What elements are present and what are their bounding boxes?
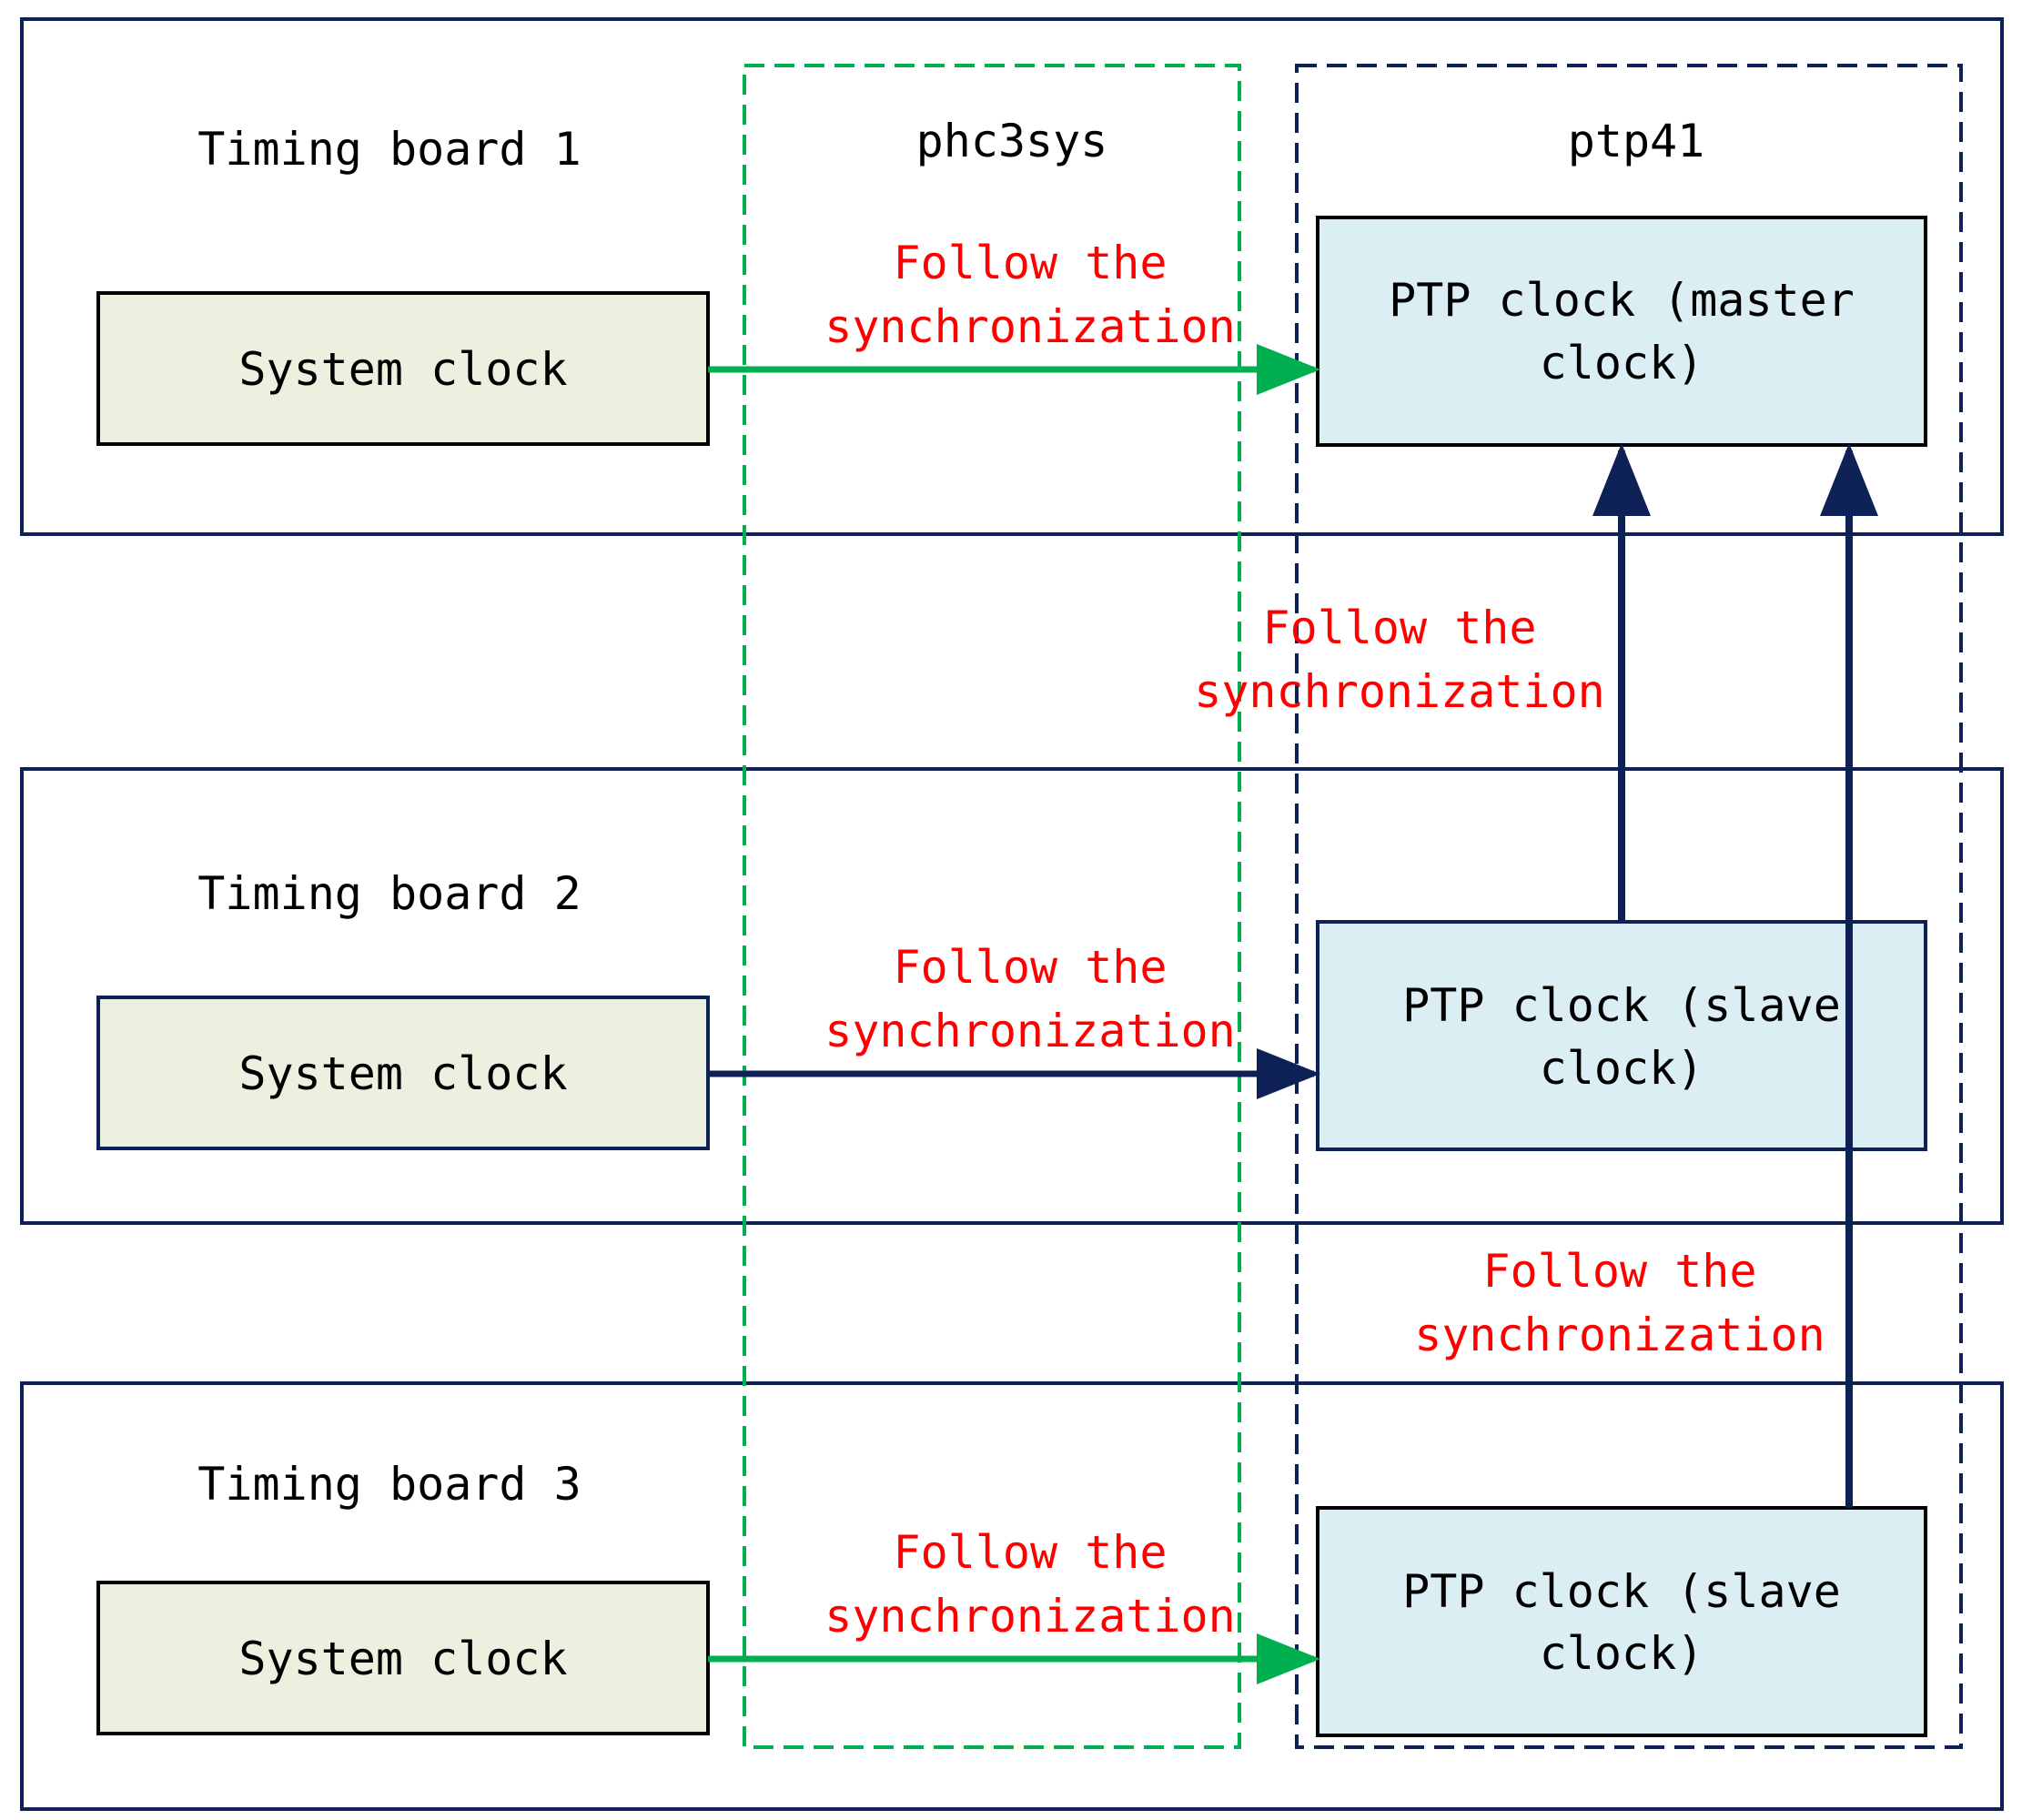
sync-label-board-3-to-master-line-2: synchronization (1414, 1309, 1825, 1361)
system-clock-1-label: System clock (238, 343, 567, 396)
sync-label-board-1-line-2: synchronization (824, 300, 1236, 353)
sync-label-board-3-line-1: Follow the (893, 1526, 1167, 1579)
sync-label-board-2-line-2: synchronization (824, 1005, 1236, 1057)
ptp-clock-slave-3-line-1: PTP clock (slave (1402, 1565, 1841, 1618)
phc2sys-region (743, 64, 1241, 1749)
timing-board-3-title: Timing board 3 (197, 1458, 581, 1511)
phc2sys-title: phc3sys (916, 115, 1108, 167)
timing-board-2-title: Timing board 2 (197, 867, 581, 920)
ptp-clock-slave-2 (1316, 920, 1927, 1151)
timing-board-3-frame (20, 1381, 2004, 1811)
timing-board-1-frame (20, 17, 2004, 536)
ptp-clock-slave-3-line-2: clock) (1540, 1627, 1704, 1680)
sync-label-board-2-to-master-line-2: synchronization (1194, 665, 1605, 718)
sync-label-board-3-line-2: synchronization (824, 1590, 1236, 1643)
ptp4l-title: ptp41 (1568, 115, 1705, 167)
timing-board-1-title: Timing board 1 (197, 123, 581, 176)
ptp-clock-master-line-1: PTP clock (master (1389, 274, 1855, 327)
ptp-clock-master-line-2: clock) (1540, 337, 1704, 389)
sync-label-board-1-line-1: Follow the (893, 237, 1167, 289)
ptp-clock-slave-2-line-1: PTP clock (slave (1402, 979, 1841, 1032)
sync-label-board-3-to-master-line-1: Follow the (1482, 1245, 1756, 1298)
ptp-clock-slave-2-line-2: clock) (1540, 1042, 1704, 1095)
timing-board-2-frame (20, 767, 2004, 1225)
ptp-clock-slave-3 (1316, 1506, 1927, 1737)
ptp-clock-master (1316, 216, 1927, 447)
sync-label-board-2-to-master-line-1: Follow the (1262, 602, 1536, 654)
sync-label-board-2-line-1: Follow the (893, 941, 1167, 994)
ptp4l-region (1295, 64, 1963, 1749)
system-clock-3-label: System clock (238, 1633, 567, 1685)
system-clock-1 (96, 291, 710, 446)
system-clock-2-label: System clock (238, 1047, 567, 1100)
